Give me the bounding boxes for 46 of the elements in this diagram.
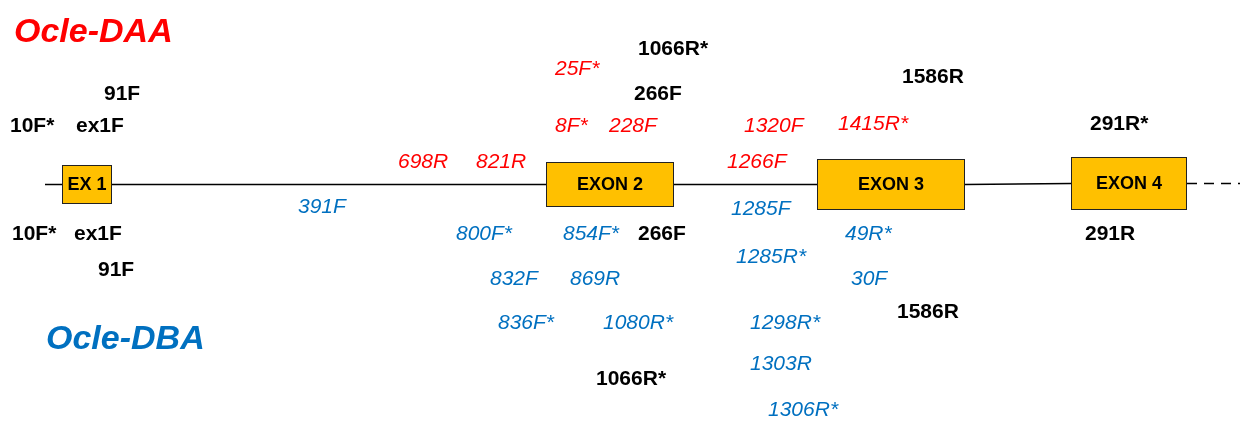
primer-label: 49R* — [845, 221, 892, 243]
primer-label: 1306R* — [768, 397, 839, 419]
primer-label: 30F — [851, 266, 888, 288]
primer-label: 91F — [104, 81, 141, 103]
primer-label: 91F — [98, 257, 135, 279]
primer-label: 1066R* — [638, 36, 709, 58]
exon-box: EX 1 — [62, 165, 112, 204]
intron-line — [673, 183, 818, 186]
primer-label: 25F* — [555, 56, 600, 78]
primer-label: 228F — [609, 113, 657, 135]
primer-label: 1586R — [897, 299, 959, 321]
primer-label: 1066R* — [596, 366, 667, 388]
primer-label: ex1F — [76, 113, 124, 135]
primer-label: 1285R* — [736, 244, 807, 266]
primer-label: 1415R* — [838, 111, 909, 133]
exon-box: EXON 2 — [546, 162, 674, 207]
primer-label: 832F — [490, 266, 538, 288]
primer-label: 1080R* — [603, 310, 674, 332]
primer-label: 800F* — [456, 221, 513, 243]
primer-label: 1298R* — [750, 310, 821, 332]
primer-label: 291R — [1085, 221, 1136, 243]
primer-label: 1266F — [727, 149, 787, 171]
primer-label: 821R — [476, 149, 527, 171]
primer-label: 8F* — [555, 113, 588, 135]
strain-title: Ocle-DAA — [14, 13, 173, 47]
primer-label: 391F — [298, 194, 346, 216]
primer-label: 836F* — [498, 310, 555, 332]
primer-label: 1586R — [902, 64, 964, 86]
intron-line — [111, 183, 547, 186]
primer-label: ex1F — [74, 221, 122, 243]
intron-line — [964, 182, 1072, 186]
primer-label: 698R — [398, 149, 449, 171]
primer-label: 1285F — [731, 196, 791, 218]
primer-label: 869R — [570, 266, 621, 288]
primer-label: 266F — [638, 221, 686, 243]
primer-label: 854F* — [563, 221, 620, 243]
intron-line — [1186, 182, 1241, 185]
primer-label: 1303R — [750, 351, 812, 373]
strain-title: Ocle-DBA — [46, 320, 205, 354]
exon-box: EXON 4 — [1071, 157, 1187, 210]
primer-label: 1320F — [744, 113, 804, 135]
primer-label: 10F* — [12, 221, 57, 243]
primer-label: 266F — [634, 81, 682, 103]
exon-box: EXON 3 — [817, 159, 965, 210]
primer-label: 10F* — [10, 113, 55, 135]
primer-label: 291R* — [1090, 111, 1149, 133]
